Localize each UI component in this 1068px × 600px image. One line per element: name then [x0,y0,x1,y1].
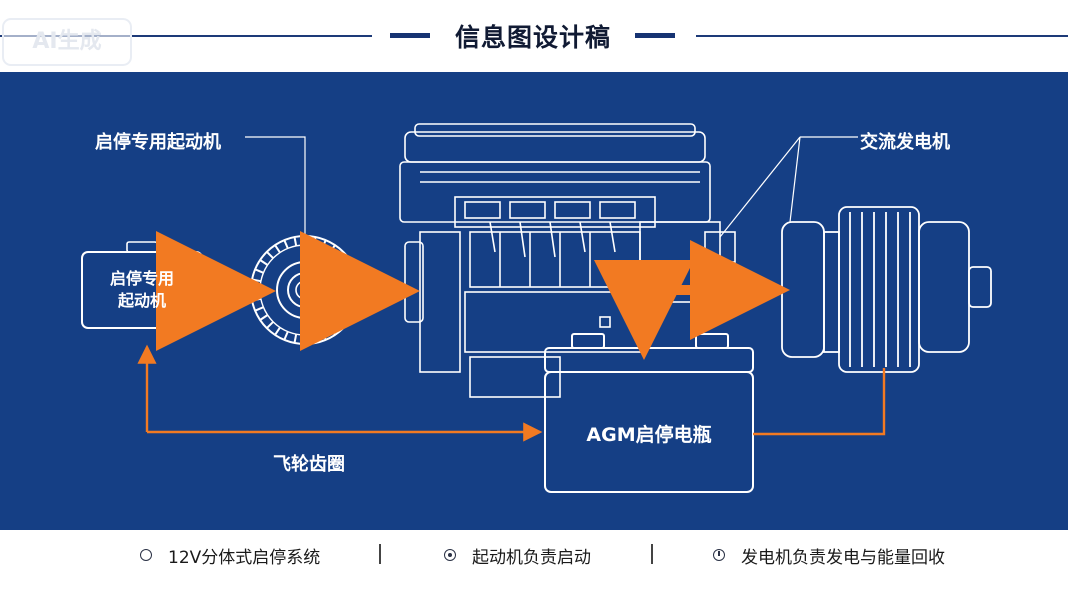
ai-generated-badge: AI生成 [2,18,132,66]
power-icon [713,549,725,561]
starter-callout-label: 启停专用起动机 [95,132,221,153]
alternator-icon [781,206,992,373]
header-dash-left [390,33,430,38]
target-icon [444,549,456,561]
header: 信息图设计稿 AI生成 [0,0,1068,72]
footer-item-system: 12V分体式启停系统 [140,544,321,568]
header-rule-right [696,35,1068,37]
starter-box-label-line2: 起动机 [117,291,166,310]
flow-line-alternator-to-battery [753,368,886,436]
footer-text-alternator: 发电机负责发电与能量回收 [741,547,945,568]
engine-icon [399,123,736,398]
footer-text-system: 12V分体式启停系统 [168,547,321,568]
page-title: 信息图设计稿 [454,23,611,52]
footer: 12V分体式启停系统 起动机负责启动 发电机负责发电与能量回收 [0,530,1068,600]
battery-label: AGM启停电瓶 [586,424,712,446]
diagram-drawing [81,123,992,493]
alternator-callout-label: 交流发电机 [860,132,950,153]
circle-icon [140,549,152,561]
starter-gear-icon [250,235,360,345]
starter-box-label: 启停专用 起动机 [82,268,202,312]
diagram-panel: 启停专用起动机 启停专用 起动机 交流发电机 飞轮齿圈 AGM启停电瓶 [0,72,1068,530]
header-rule-left [0,35,372,37]
flow-arrow-engine-to-alternator [639,240,790,340]
footer-item-starter: 起动机负责启动 [444,544,591,568]
starter-box-label-line1: 启停专用 [109,269,174,288]
header-dash-right [635,33,675,38]
footer-divider [379,544,381,564]
footer-item-alternator: 发电机负责发电与能量回收 [713,544,945,568]
starter-callout-line [245,136,306,242]
footer-text-starter: 起动机负责启动 [472,547,591,568]
battery-icon [544,333,754,493]
flywheel-label: 飞轮齿圈 [273,454,345,475]
footer-divider [651,544,653,564]
